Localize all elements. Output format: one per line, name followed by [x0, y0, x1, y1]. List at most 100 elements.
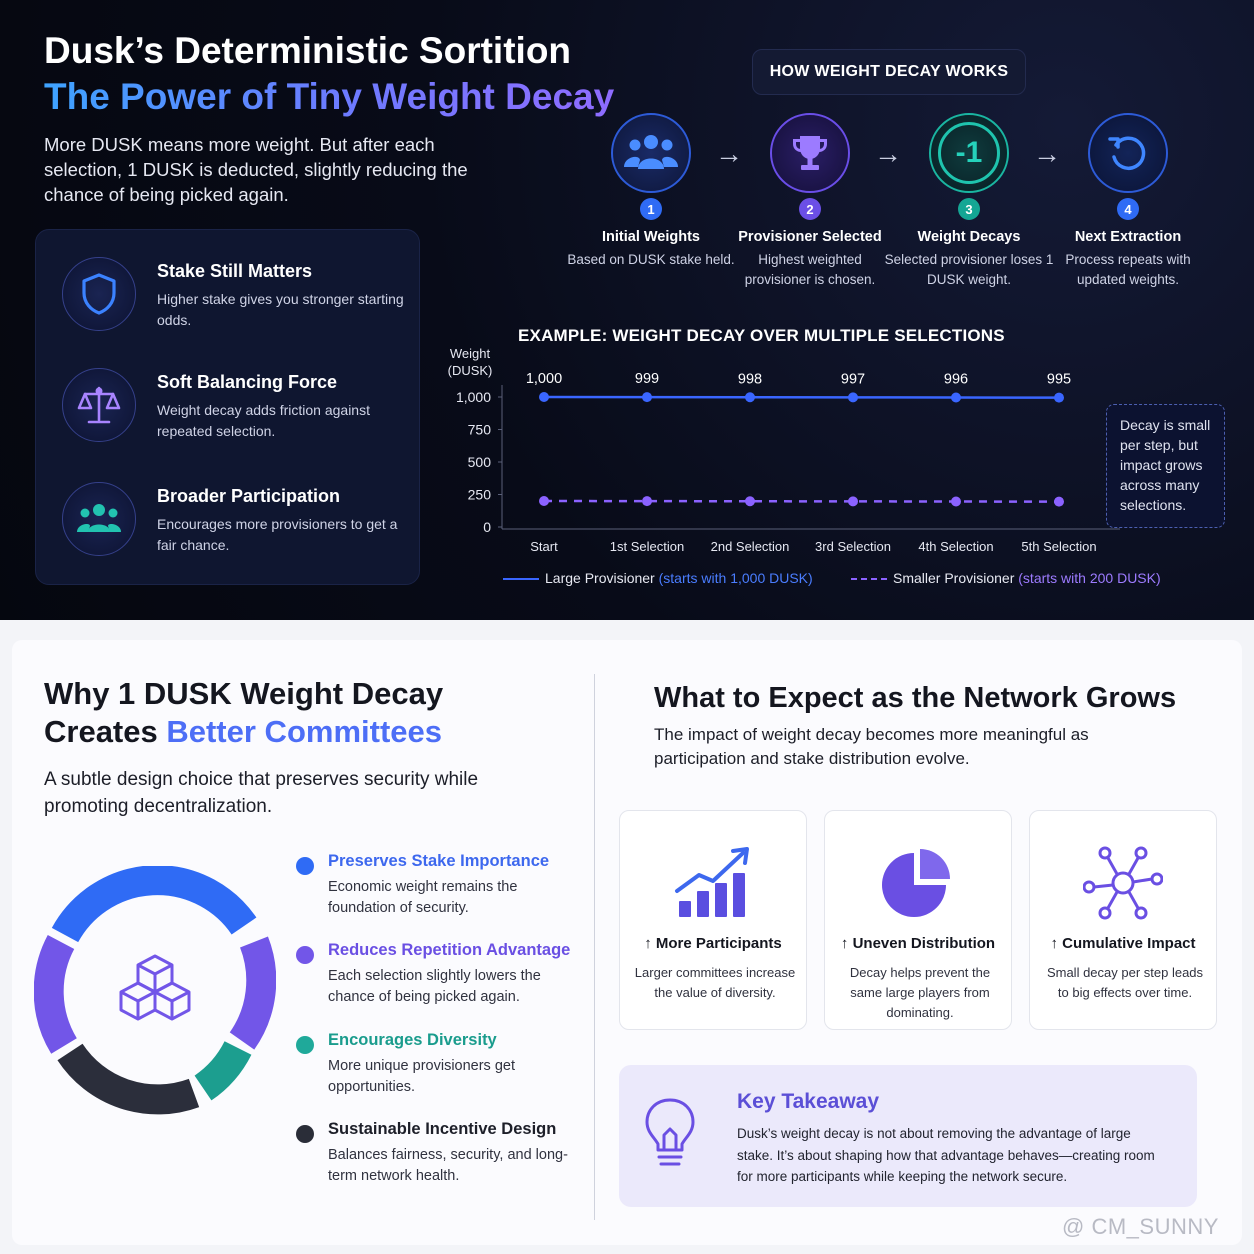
- feature-title: Soft Balancing Force: [157, 372, 338, 392]
- page-title: Dusk’s Deterministic Sortition: [44, 30, 572, 71]
- network-growth-title: What to Expect as the Network Grows: [654, 682, 1177, 714]
- committee-donut-chart: [34, 866, 276, 1115]
- card-cumulative-impact: ↑ Cumulative Impact Small decay per step…: [1029, 810, 1217, 1030]
- step-text: Process repeats with updated weights.: [1065, 252, 1191, 287]
- donut-segment-repetition: [229, 936, 276, 1050]
- data-point: [745, 496, 755, 507]
- how-it-works-label: HOW WEIGHT DECAY WORKS: [752, 49, 1026, 95]
- step-initial-weights: 1 Initial Weights Based on DUSK stake he…: [566, 113, 736, 270]
- y-axis-label: Weight: [450, 346, 491, 361]
- data-point: [745, 392, 755, 403]
- section-divider: [594, 674, 595, 1220]
- card-text: Decay helps prevent the same large playe…: [849, 965, 991, 1020]
- y-tick-label: 250: [468, 487, 492, 503]
- minus-one-icon: -1: [929, 113, 1009, 193]
- legend-swatch: [851, 578, 887, 581]
- step-text: Selected provisioner loses 1 DUSK weight…: [884, 252, 1054, 287]
- benefit-sustainable: Sustainable Incentive Design Balances fa…: [296, 1120, 576, 1187]
- arrow-icon: →: [1033, 138, 1061, 169]
- step-provisioner-selected: 2 Provisioner Selected Highest weighted …: [725, 113, 895, 290]
- series-line-1: [543, 395, 1060, 399]
- benefit-stake: Preserves Stake Importance Economic weig…: [296, 852, 576, 919]
- network-icon: [1030, 833, 1216, 933]
- x-tick-label: 5th Selection: [1021, 539, 1096, 554]
- section-title: Why 1 DUSK Weight Decay: [44, 676, 444, 711]
- cubes-icon: [119, 954, 191, 1021]
- legend-item-large: Large Provisioner (starts with 1,000 DUS…: [503, 570, 813, 586]
- lightbulb-icon: [645, 1098, 695, 1166]
- people-icon: [62, 482, 136, 556]
- data-point: [848, 496, 858, 507]
- benefit-diversity: Encourages Diversity More unique provisi…: [296, 1031, 576, 1098]
- arrow-icon: →: [874, 138, 902, 169]
- refresh-icon: [1088, 113, 1168, 193]
- step-number: 4: [1117, 198, 1139, 220]
- step-number: 1: [640, 198, 662, 220]
- growth-chart-icon: [620, 833, 806, 933]
- card-text: Larger committees increase the value of …: [634, 965, 796, 1000]
- donut-segment-diversity: [194, 1040, 252, 1101]
- bullet-dot: [296, 857, 314, 875]
- arrow-icon: →: [715, 138, 743, 169]
- data-point: [539, 392, 549, 402]
- watermark: @ CM_SUNNY: [1062, 1214, 1219, 1239]
- feature-title: Broader Participation: [157, 486, 341, 506]
- x-tick-label: 4th Selection: [918, 539, 993, 554]
- section-title-line2: Creates Better Committees: [44, 714, 442, 749]
- feature-balancing: Soft Balancing Force Weight decay adds f…: [62, 368, 412, 458]
- data-point: [642, 392, 652, 403]
- feature-text: Weight decay adds friction against repea…: [157, 402, 370, 439]
- takeaway-text: Dusk’s weight decay is not about removin…: [737, 1126, 1155, 1184]
- feature-stake: Stake Still Matters Higher stake gives y…: [62, 257, 412, 347]
- bullet-dot: [296, 946, 314, 964]
- feature-title: Stake Still Matters: [157, 261, 313, 281]
- bullet-dot: [296, 1125, 314, 1143]
- card-title: ↑ More Participants: [644, 935, 782, 952]
- data-label: 997: [841, 371, 865, 387]
- chart-title: EXAMPLE: WEIGHT DECAY OVER MULTIPLE SELE…: [518, 326, 1005, 345]
- shield-icon: [62, 257, 136, 331]
- card-title: ↑ Cumulative Impact: [1050, 935, 1196, 952]
- step-title: Provisioner Selected: [738, 229, 882, 245]
- step-number: 3: [958, 198, 980, 220]
- trophy-icon: [770, 113, 850, 193]
- data-label: 998: [738, 371, 762, 387]
- donut-segment-stake: [51, 866, 257, 943]
- network-growth-subtitle: The impact of weight decay becomes more …: [654, 725, 1089, 768]
- features-panel: Stake Still Matters Higher stake gives y…: [35, 229, 420, 585]
- data-point: [539, 496, 549, 506]
- y-tick-label: 750: [468, 422, 492, 438]
- key-takeaway-box: Key Takeaway Dusk’s weight decay is not …: [619, 1065, 1197, 1207]
- chart-annotation: Decay is small per step, but impact grow…: [1106, 404, 1225, 528]
- step-weight-decays: -1 3 Weight Decays Selected provisioner …: [884, 113, 1054, 290]
- step-text: Based on DUSK stake held.: [567, 252, 735, 267]
- data-label: 996: [944, 372, 968, 388]
- feature-text: Higher stake gives you stronger starting…: [157, 291, 404, 328]
- card-text: Small decay per step leads to big effect…: [1046, 965, 1204, 1000]
- data-point: [848, 392, 858, 403]
- data-point: [951, 392, 961, 403]
- x-tick-label: 1st Selection: [610, 539, 684, 554]
- feature-participation: Broader Participation Encourages more pr…: [62, 482, 412, 572]
- step-next-extraction: 4 Next Extraction Process repeats with u…: [1043, 113, 1213, 290]
- x-tick-label: Start: [530, 539, 558, 554]
- page-subtitle: The Power of Tiny Weight Decay: [44, 76, 615, 117]
- feature-text: Encourages more provisioners to get a fa…: [157, 516, 398, 553]
- y-axis-label: (DUSK): [448, 363, 493, 378]
- card-title: ↑ Uneven Distribution: [840, 935, 996, 952]
- intro-text: More DUSK means more weight. But after e…: [44, 134, 468, 205]
- step-number: 2: [799, 198, 821, 220]
- step-text: Highest weighted provisioner is chosen.: [744, 252, 876, 287]
- x-tick-label: 3rd Selection: [815, 539, 891, 554]
- takeaway-title: Key Takeaway: [737, 1090, 880, 1113]
- donut-segment-repetition-left: [34, 934, 78, 1054]
- data-point: [642, 496, 652, 507]
- scale-icon: [62, 368, 136, 442]
- section-subtitle: A subtle design choice that preserves se…: [44, 769, 479, 817]
- data-point: [1054, 496, 1064, 507]
- y-tick-label: 0: [483, 519, 491, 535]
- data-label: 1,000: [526, 371, 562, 387]
- card-more-participants: ↑ More Participants Larger committees in…: [619, 810, 807, 1030]
- step-title: Initial Weights: [601, 229, 701, 245]
